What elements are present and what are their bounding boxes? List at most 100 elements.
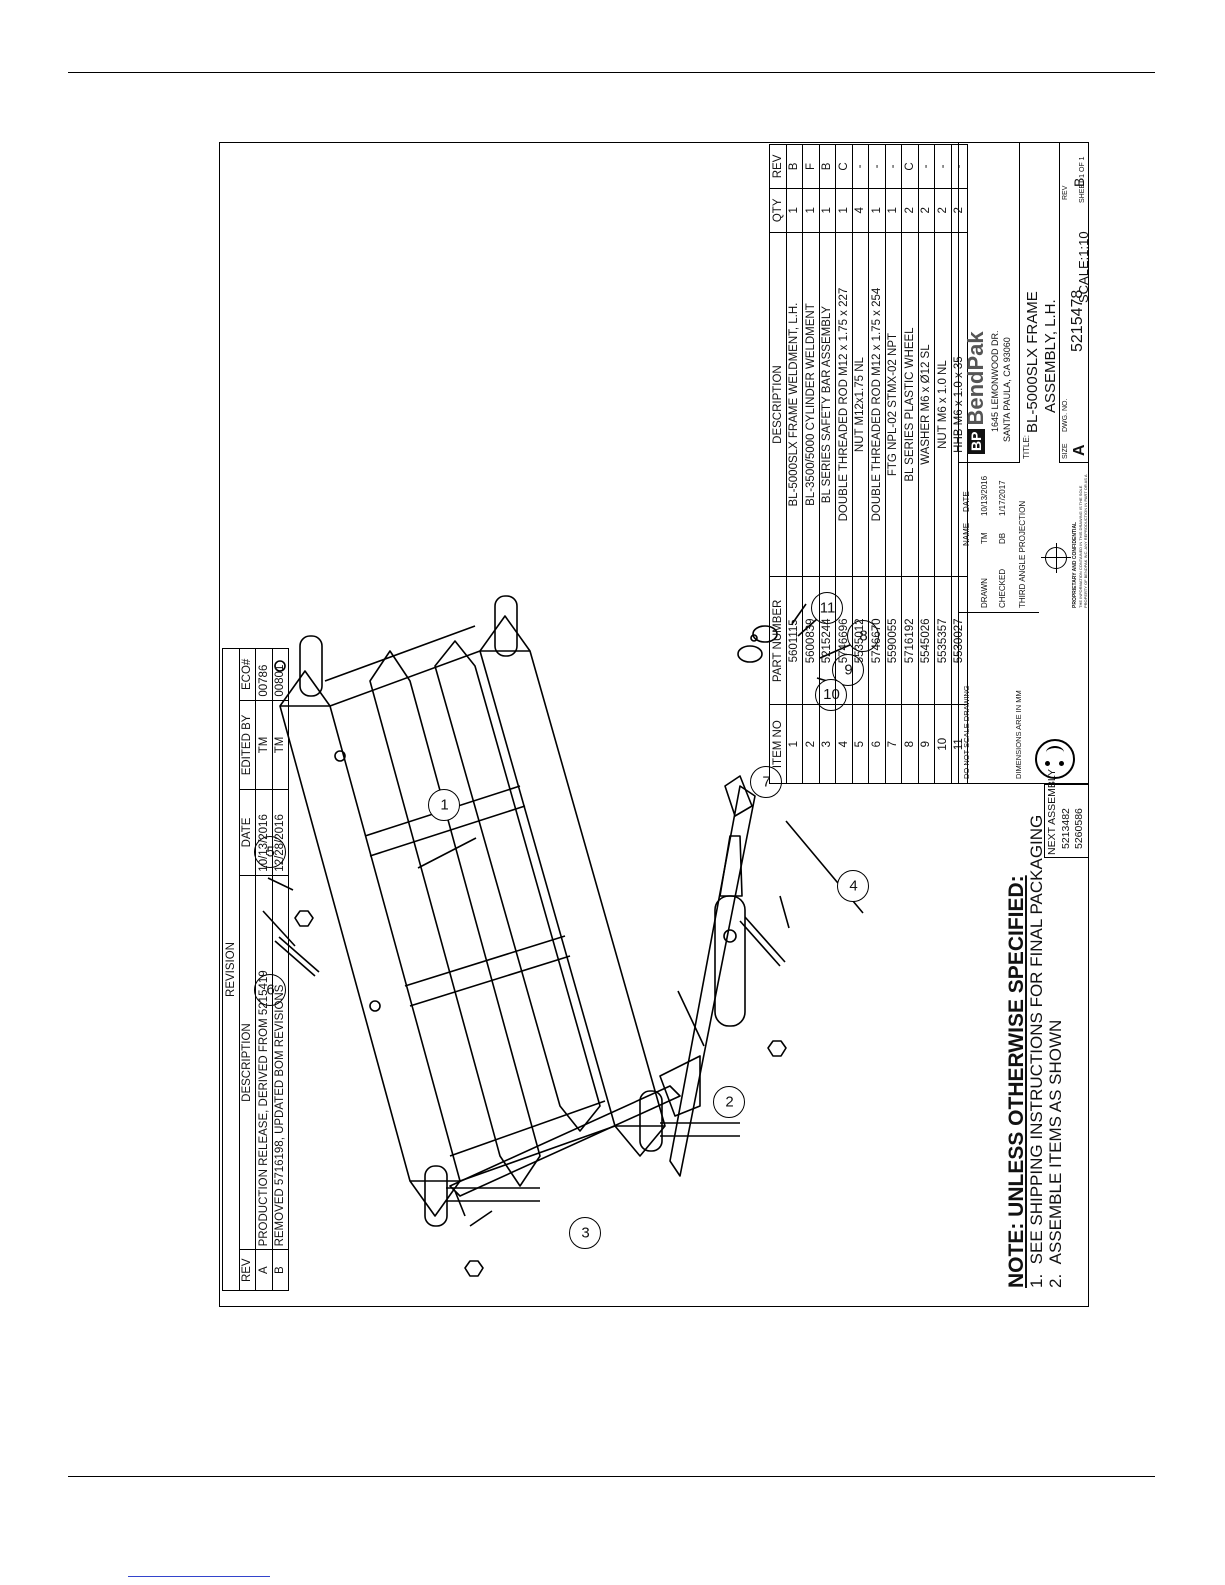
bom-cell: NUT M6 x 1.0 NL [934,232,951,577]
revision-cell: 00801 [272,648,289,701]
bom-cell: 3 [819,704,836,784]
bom-cell: NUT M12x1.75 NL [852,232,869,577]
drawn-name: TM [980,532,989,544]
next-assembly-item: 5260586 [1073,808,1085,849]
title-block: DO NOT SCALE DRAWING DIMENSIONS ARE IN M… [958,143,1089,784]
bom-cell: 5600839 [802,576,819,705]
bom-cell: - [918,144,935,189]
bom-cell: - [934,144,951,189]
drawing-sheet-content: 1 2 3 4 5 6 7 8 9 10 11 NOTE: UNLESS OTH… [220,143,1088,1306]
checked-date: 1/17/2017 [998,480,1007,516]
bom-cell: WASHER M6 x Ø12 SL [918,232,935,577]
bom-cell: C [835,144,852,189]
revision-col-eco: ECO# [239,648,256,701]
sheet-label: SHEET 1 OF 1 [1079,156,1086,203]
bom-cell: C [901,144,918,189]
address-line-2: SANTA PAULA, CA 93060 [1002,337,1012,442]
bill-of-materials: ITEM NO PART NUMBER DESCRIPTION QTY REV … [769,144,968,784]
revision-col-description: DESCRIPTION [239,875,256,1250]
drawn-label: DRAWN [980,578,989,608]
revision-row: A PRODUCTION RELEASE, DERIVED FROM 52154… [255,648,272,1291]
bom-cell: 1 [885,188,902,233]
drawn-date: 10/13/2016 [980,475,989,516]
size-label: SIZE [1062,443,1069,459]
footer-link-underline[interactable] [128,1576,270,1577]
threaded-rod-4 [739,916,786,967]
plastic-wheels [737,625,778,663]
revision-table: REVISION REV DESCRIPTION DATE EDITED BY … [222,648,289,1291]
balloon-2: 2 [713,1086,745,1118]
bom-cell: 5746670 [868,576,885,705]
revision-col-rev: REV [239,1249,256,1291]
bom-cell: 5545026 [918,576,935,705]
bom-col-description: DESCRIPTION [769,232,786,577]
revision-col-date: DATE [239,789,256,876]
revision-col-edited-by: EDITED BY [239,700,256,790]
bom-cell: 2 [901,188,918,233]
address-line-1: 1645 LEMONWOOD DR. [990,330,1000,432]
scale-label: SCALE:1:10 [1076,231,1089,303]
bom-cell: 5 [852,704,869,784]
projection-label: THIRD ANGLE PROJECTION [1018,500,1027,608]
bom-cell: 7 [885,704,902,784]
proprietary-title: PROPRIETARY AND CONFIDENTIAL [1072,521,1078,608]
bom-cell: 5215244 [819,576,836,705]
bom-cell: 9 [918,704,935,784]
bom-cell: 10 [934,704,951,784]
next-assembly-item: 5213482 [1060,808,1072,849]
revision-cell: TM [255,700,272,790]
checked-label: CHECKED [998,568,1007,608]
bom-cell: 1 [802,188,819,233]
bom-cell: 1 [868,188,885,233]
bom-cell: B [819,144,836,189]
checked-name: DB [998,532,1007,544]
cylinder-weldment [669,775,756,1177]
bom-cell: 4 [835,704,852,784]
bom-cell: 1 [835,188,852,233]
footer-rule [68,1476,1155,1477]
bom-cell: BL SERIES SAFETY BAR ASSEMBLY [819,232,836,577]
bom-cell: 2 [918,188,935,233]
revision-cell: A [255,1249,272,1291]
assembly-drawing [262,595,867,1277]
third-angle-projection-icon [1041,543,1071,573]
title-label: TITLE: [1022,434,1031,459]
bom-cell: 5746696 [835,576,852,705]
safety-bar-assembly [449,1055,701,1217]
drawing-title-1: BL-5000SLX FRAME [1024,291,1041,433]
revision-cell: 00786 [255,648,272,701]
bom-cell: FTG NPL-02 STMX-02 NPT [885,232,902,577]
bom-cell: F [802,144,819,189]
balloon-3: 3 [569,1217,601,1249]
bom-cell: 1 [819,188,836,233]
bom-cell: 4 [852,188,869,233]
revision-cell: B [272,1249,289,1291]
revision-header: REVISION [222,648,239,1291]
bom-cell: 8 [901,704,918,784]
note-2-text: ASSEMBLE ITEMS AS SHOWN [1046,1019,1065,1265]
bom-cell: 2 [802,704,819,784]
approval-grid: NAME DATE DRAWN TM 10/13/2016 CHECKED DB… [959,462,1039,613]
drawing-sheet: 1 2 3 4 5 6 7 8 9 10 11 NOTE: UNLESS OTH… [219,142,1089,1307]
revision-cell: 10/13/2016 [255,789,272,876]
next-assembly-box: NEXT ASSEMBLY 5213482 5260586 [1044,769,1088,858]
revision-cell: 12/28/2016 [272,789,289,876]
threaded-rod-6 [274,936,320,977]
note-1-number: 1. [1027,1273,1046,1288]
header-rule [68,72,1155,73]
bom-col-rev: REV [769,144,786,189]
note-1: 1. SEE SHIPPING INSTRUCTIONS FOR FINAL P… [1027,815,1046,1288]
bom-cell: 1 [786,704,803,784]
company-block: BP BendPak 1645 LEMONWOOD DR. SANTA PAUL… [959,143,1020,463]
bom-cell: - [852,144,869,189]
name-label: NAME [962,522,971,546]
bom-cell: 1 [786,188,803,233]
smiley-icon [1035,739,1075,779]
bom-cell: 5535357 [934,576,951,705]
do-not-scale-note: DO NOT SCALE DRAWING [962,685,971,779]
